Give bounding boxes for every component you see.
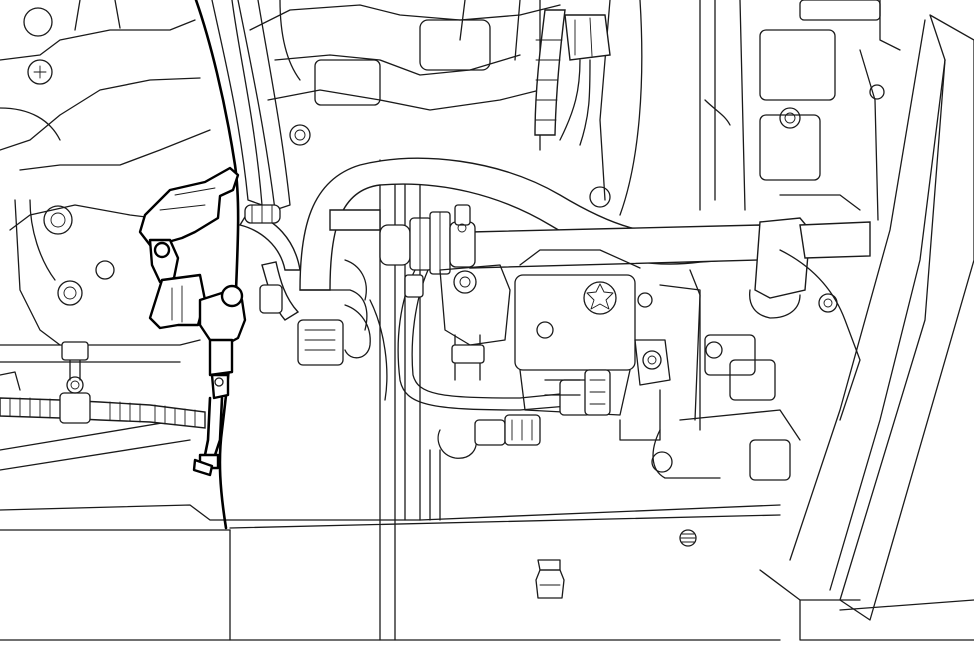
lower-connectors bbox=[437, 369, 611, 459]
right-bracket bbox=[651, 14, 974, 641]
cylinder-head bbox=[249, 0, 561, 641]
small-hoses bbox=[238, 204, 581, 411]
main-hose bbox=[299, 157, 871, 319]
engine-block bbox=[0, 0, 211, 363]
wire-harness-upper bbox=[534, 9, 731, 146]
left-wire-loom bbox=[0, 341, 206, 429]
pipe-fitting bbox=[379, 204, 476, 275]
chassis-frame bbox=[0, 419, 781, 641]
highlighted-sensor-harness bbox=[138, 0, 247, 530]
upper-left-pipe bbox=[211, 0, 291, 211]
